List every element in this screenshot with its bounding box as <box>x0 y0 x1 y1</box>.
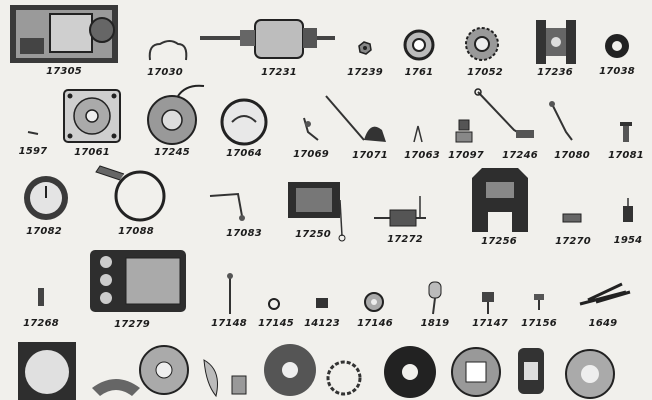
label-17256: 17256 <box>481 236 517 247</box>
label-17268: 17268 <box>23 318 59 329</box>
part-17069-contact-spring <box>303 117 319 141</box>
part-17030-spring-clip <box>148 40 188 61</box>
label-14123: 14123 <box>304 318 340 329</box>
part-17305-motor-housing <box>10 5 118 63</box>
part-14123-nut-cap <box>316 298 328 308</box>
label-17038: 17038 <box>599 66 635 77</box>
label-17236: 17236 <box>537 67 573 78</box>
label-17083: 17083 <box>226 228 262 239</box>
part-17082-dial-cap <box>24 176 68 220</box>
label-17082: 17082 <box>26 226 62 237</box>
part-17270-terminal-strip <box>562 213 582 223</box>
label-17088: 17088 <box>118 226 154 237</box>
part-1954-carbon-brush <box>623 198 633 222</box>
label-17069: 17069 <box>293 149 329 160</box>
part-17146-lock-washer <box>364 292 384 312</box>
label-1597: 1597 <box>18 146 48 157</box>
label-17071: 17071 <box>352 150 388 161</box>
part-17063-clip <box>413 125 423 143</box>
label-1954: 1954 <box>613 235 643 246</box>
part-17083-lever-pin <box>209 192 245 221</box>
label-17305: 17305 <box>46 66 82 77</box>
label-1819: 1819 <box>420 318 450 329</box>
label-17097: 17097 <box>448 150 484 161</box>
row5-parts <box>18 342 615 400</box>
part-17081-screw <box>620 122 632 142</box>
part-17064-cover-disc <box>220 98 268 146</box>
part-17088-ring-clamp <box>95 165 166 222</box>
label-17052: 17052 <box>467 67 503 78</box>
label-1761: 1761 <box>404 67 434 78</box>
part-17080-bracket <box>549 101 573 141</box>
part-17245-brush-holder <box>147 84 205 145</box>
label-17245: 17245 <box>154 147 190 158</box>
part-17279-terminal-block <box>90 250 186 312</box>
part-17148-rod <box>227 273 233 314</box>
label-17231: 17231 <box>261 67 297 78</box>
part-17246-contact-arm <box>474 88 534 138</box>
label-1649: 1649 <box>588 318 618 329</box>
part-17250-coil <box>288 182 346 242</box>
label-17030: 17030 <box>147 67 183 78</box>
label-17063: 17063 <box>404 150 440 161</box>
part-17061-end-plate <box>63 89 121 143</box>
label-17272: 17272 <box>387 234 423 245</box>
part-17256-housing <box>472 168 528 232</box>
label-17279: 17279 <box>114 319 150 330</box>
label-17148: 17148 <box>211 318 247 329</box>
label-17246: 17246 <box>502 150 538 161</box>
part-17097-screw-terminal <box>455 119 473 143</box>
part-17156-set-screw <box>534 294 544 310</box>
label-17146: 17146 <box>357 318 393 329</box>
part-1761-bearing <box>403 29 435 61</box>
part-17038-washer <box>605 34 629 58</box>
label-17156: 17156 <box>521 318 557 329</box>
part-17052-gear-bushing <box>465 27 499 61</box>
part-1649-hex-key-set <box>579 282 631 306</box>
label-17061: 17061 <box>74 147 110 158</box>
part-17268-brush-spring <box>38 288 44 306</box>
part-17145-washer-small <box>268 298 280 310</box>
part-17239-nut <box>358 41 372 55</box>
label-17064: 17064 <box>226 148 262 159</box>
label-17081: 17081 <box>608 150 644 161</box>
label-17250: 17250 <box>295 229 331 240</box>
part-17071-lever <box>325 95 386 142</box>
label-17239: 17239 <box>347 67 383 78</box>
part-17236-bobbin <box>536 20 576 64</box>
part-17272-solenoid <box>374 196 426 227</box>
label-17145: 17145 <box>258 318 294 329</box>
label-17080: 17080 <box>554 150 590 161</box>
label-17147: 17147 <box>472 318 508 329</box>
part-17147-bolt <box>482 292 494 314</box>
part-1597-pin <box>27 131 39 135</box>
part-1819-terminal-lug <box>428 281 442 315</box>
label-17270: 17270 <box>555 236 591 247</box>
part-17231-armature <box>200 19 335 59</box>
